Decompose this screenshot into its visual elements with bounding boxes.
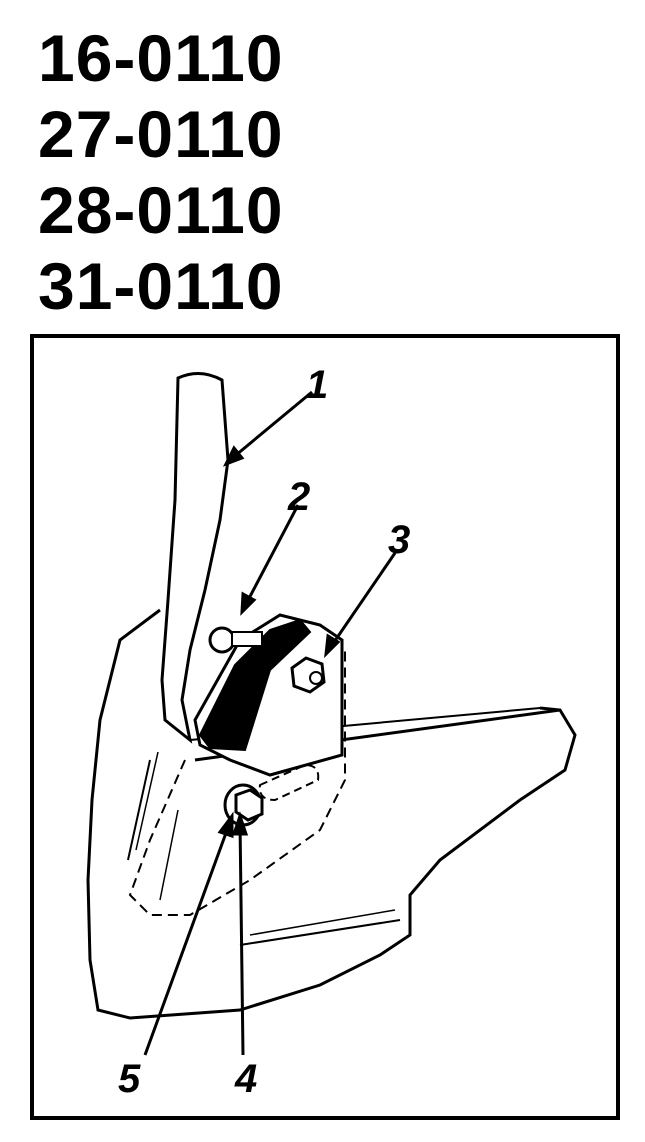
part-number-list: 16-0110 27-0110 28-0110 31-0110 <box>38 20 284 324</box>
sweep-underside-line <box>249 909 396 936</box>
blade <box>160 372 230 744</box>
part-number: 27-0110 <box>38 97 284 171</box>
callout-1: 1 <box>306 363 328 407</box>
callout-3: 3 <box>388 518 410 562</box>
shading <box>159 809 179 901</box>
shading <box>135 751 159 851</box>
part-number: 28-0110 <box>38 173 284 247</box>
bolt-nut <box>234 788 264 822</box>
bracket-dark-strap <box>198 618 312 752</box>
sweep-underside-line <box>239 919 401 946</box>
shading <box>127 759 151 861</box>
blade-edge <box>161 377 179 681</box>
callout-2: 2 <box>287 475 310 519</box>
callout-4: 4 <box>234 1057 257 1101</box>
part-number: 16-0110 <box>38 21 284 95</box>
carriage-bolt-shank <box>231 631 263 647</box>
callout-5: 5 <box>118 1057 141 1101</box>
hidden-outline <box>128 650 346 916</box>
diagram-frame <box>30 334 620 1120</box>
nut-center <box>309 671 323 685</box>
leader-lines <box>143 390 397 1056</box>
sweep-body <box>86 608 577 1020</box>
hidden-slot <box>258 763 320 802</box>
part-number: 31-0110 <box>38 249 284 323</box>
carriage-bolt-head <box>208 626 236 654</box>
